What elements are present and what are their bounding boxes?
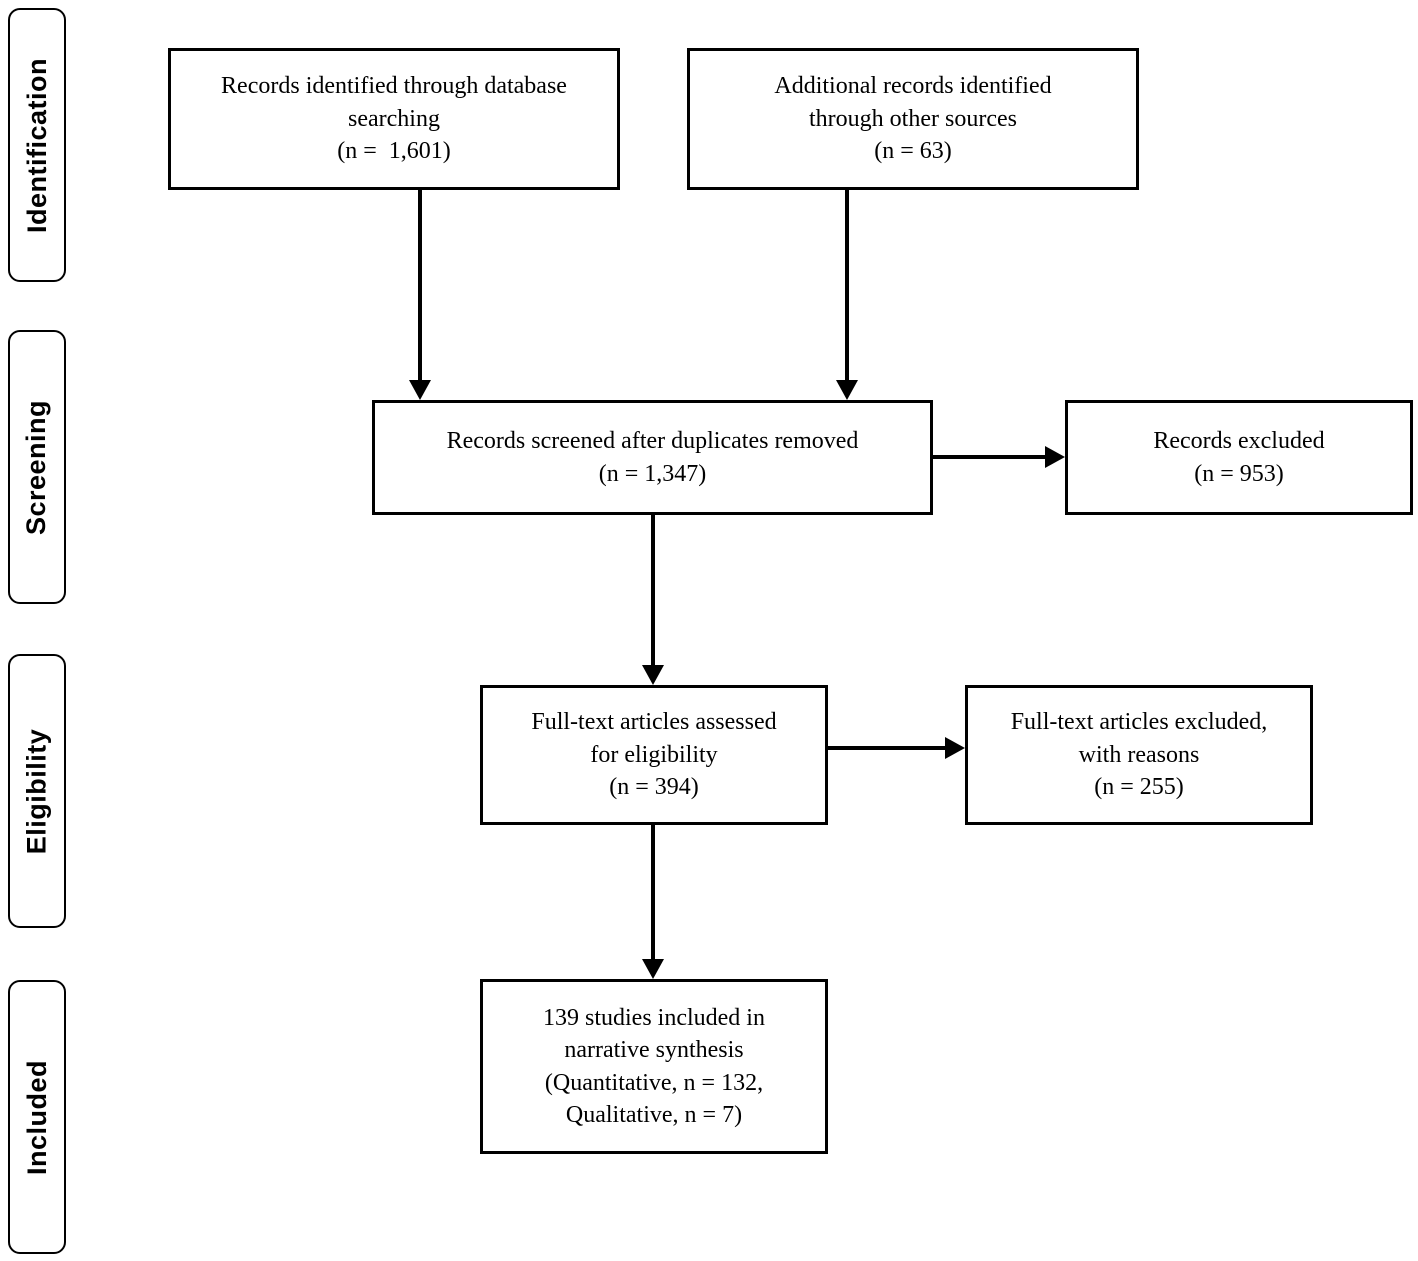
stage-identification-label: Identification	[21, 57, 52, 233]
stage-eligibility: Eligibility	[8, 654, 66, 928]
box-records-identified-text: Records identified through database sear…	[221, 73, 567, 165]
stage-included: Included	[8, 980, 66, 1254]
box-fulltext-excluded: Full-text articles excluded, with reason…	[965, 685, 1313, 825]
box-additional-records: Additional records identified through ot…	[687, 48, 1139, 190]
box-studies-included-text: 139 studies included in narrative synthe…	[543, 1004, 765, 1128]
box-records-excluded: Records excluded (n = 953)	[1065, 400, 1413, 515]
arrow-fulltext-to-excluded	[828, 746, 945, 750]
arrow-screened-to-fulltext	[651, 515, 655, 665]
box-records-screened: Records screened after duplicates remove…	[372, 400, 933, 515]
arrow-screened-to-excluded	[933, 455, 1045, 459]
stage-identification: Identification	[8, 8, 66, 282]
stage-screening-label: Screening	[21, 399, 52, 535]
box-records-identified: Records identified through database sear…	[168, 48, 620, 190]
box-studies-included: 139 studies included in narrative synthe…	[480, 979, 828, 1154]
arrow-additional-to-screened	[845, 190, 849, 380]
box-fulltext-assessed-text: Full-text articles assessed for eligibil…	[531, 709, 777, 801]
stage-eligibility-label: Eligibility	[21, 728, 52, 854]
stage-screening: Screening	[8, 330, 66, 604]
stage-included-label: Included	[21, 1059, 52, 1175]
box-records-screened-text: Records screened after duplicates remove…	[446, 428, 859, 487]
box-records-excluded-text: Records excluded (n = 953)	[1153, 428, 1325, 487]
arrow-identified-to-screened	[418, 190, 422, 380]
box-fulltext-excluded-text: Full-text articles excluded, with reason…	[1010, 709, 1268, 801]
arrow-fulltext-to-included	[651, 825, 655, 959]
box-additional-records-text: Additional records identified through ot…	[774, 73, 1052, 165]
box-fulltext-assessed: Full-text articles assessed for eligibil…	[480, 685, 828, 825]
